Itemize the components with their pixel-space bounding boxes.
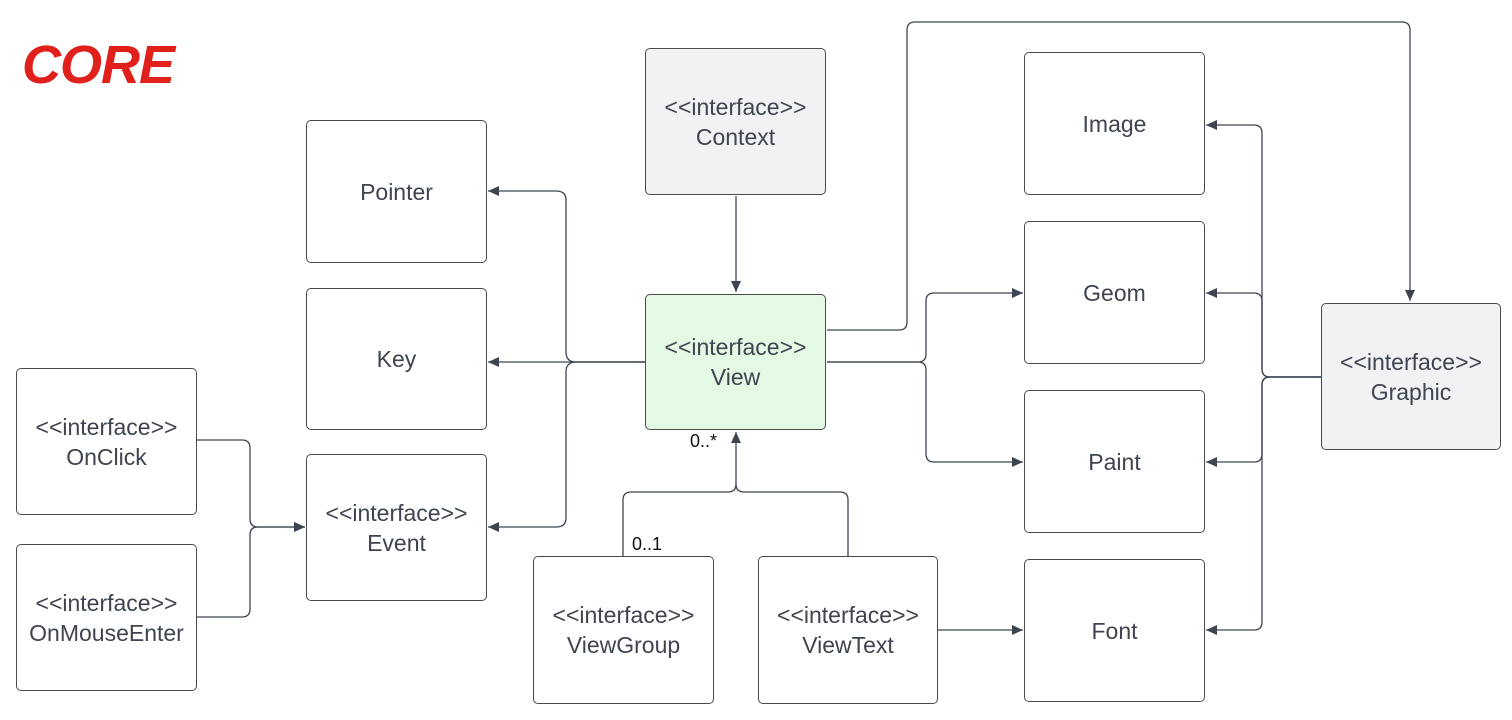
geom-name: Geom — [1083, 279, 1146, 306]
connector-graphic-geom — [1206, 288, 1321, 378]
context-stereotype: <<interface>> — [664, 93, 807, 120]
pointer-name: Pointer — [360, 178, 433, 205]
font-name: Font — [1091, 617, 1138, 644]
viewtext-stereotype: <<interface>> — [777, 602, 919, 628]
viewgroup-stereotype: <<interface>> — [552, 602, 695, 628]
event-box[interactable]: <<interface>> Event — [306, 454, 487, 601]
viewtext-box[interactable]: <<interface>> ViewText — [758, 556, 938, 704]
connector-viewtext-view — [735, 483, 849, 556]
key-name: Key — [376, 346, 417, 372]
key-box[interactable]: Key — [306, 288, 487, 430]
onclick-stereotype: <<interface>> — [35, 413, 178, 440]
multiplicity-viewgroup-parent: 0..1 — [632, 534, 663, 554]
pointer-box[interactable]: Pointer — [306, 120, 487, 263]
view-box[interactable]: <<interface>> View — [645, 294, 826, 430]
diagram-title: CORE — [22, 35, 175, 95]
connector-onmouseenter-event — [197, 522, 305, 618]
event-name: Event — [367, 529, 426, 556]
onclick-name: OnClick — [66, 443, 147, 470]
onmouseenter-name: OnMouseEnter — [29, 619, 184, 646]
onmouseenter-box[interactable]: <<interface>> OnMouseEnter — [16, 544, 197, 691]
connector-view-paint — [827, 361, 1023, 467]
connector-view-graphic — [827, 21, 1415, 331]
image-box[interactable]: Image — [1024, 52, 1205, 195]
connector-onclick-event — [197, 439, 305, 532]
graphic-box[interactable]: <<interface>> Graphic — [1321, 303, 1501, 450]
paint-name: Paint — [1088, 448, 1141, 475]
graphic-name: Graphic — [1370, 378, 1452, 405]
viewgroup-name: ViewGroup — [566, 632, 681, 658]
viewtext-name: ViewText — [802, 632, 894, 658]
connector-graphic-paint — [1206, 376, 1321, 467]
event-stereotype: <<interface>> — [325, 499, 468, 526]
connector-view-pointer — [488, 186, 646, 363]
context-name: Context — [695, 123, 776, 150]
graphic-stereotype: <<interface>> — [1340, 348, 1482, 375]
connector-view-geom — [827, 288, 1023, 363]
connector-viewgroup-view — [622, 432, 741, 556]
onclick-box[interactable]: <<interface>> OnClick — [16, 368, 197, 515]
font-box[interactable]: Font — [1024, 559, 1205, 702]
connector-graphic-font — [1206, 376, 1321, 635]
onmouseenter-stereotype: <<interface>> — [35, 589, 178, 616]
connector-graphic-image — [1206, 120, 1321, 378]
connector-view-event — [488, 361, 646, 532]
view-stereotype: <<interface>> — [664, 334, 807, 360]
paint-box[interactable]: Paint — [1024, 390, 1205, 533]
image-name: Image — [1082, 110, 1147, 137]
multiplicity-view-children: 0..* — [690, 431, 718, 451]
viewgroup-box[interactable]: <<interface>> ViewGroup — [533, 556, 714, 704]
geom-box[interactable]: Geom — [1024, 221, 1205, 364]
view-name: View — [710, 364, 761, 390]
context-box[interactable]: <<interface>> Context — [645, 48, 826, 195]
